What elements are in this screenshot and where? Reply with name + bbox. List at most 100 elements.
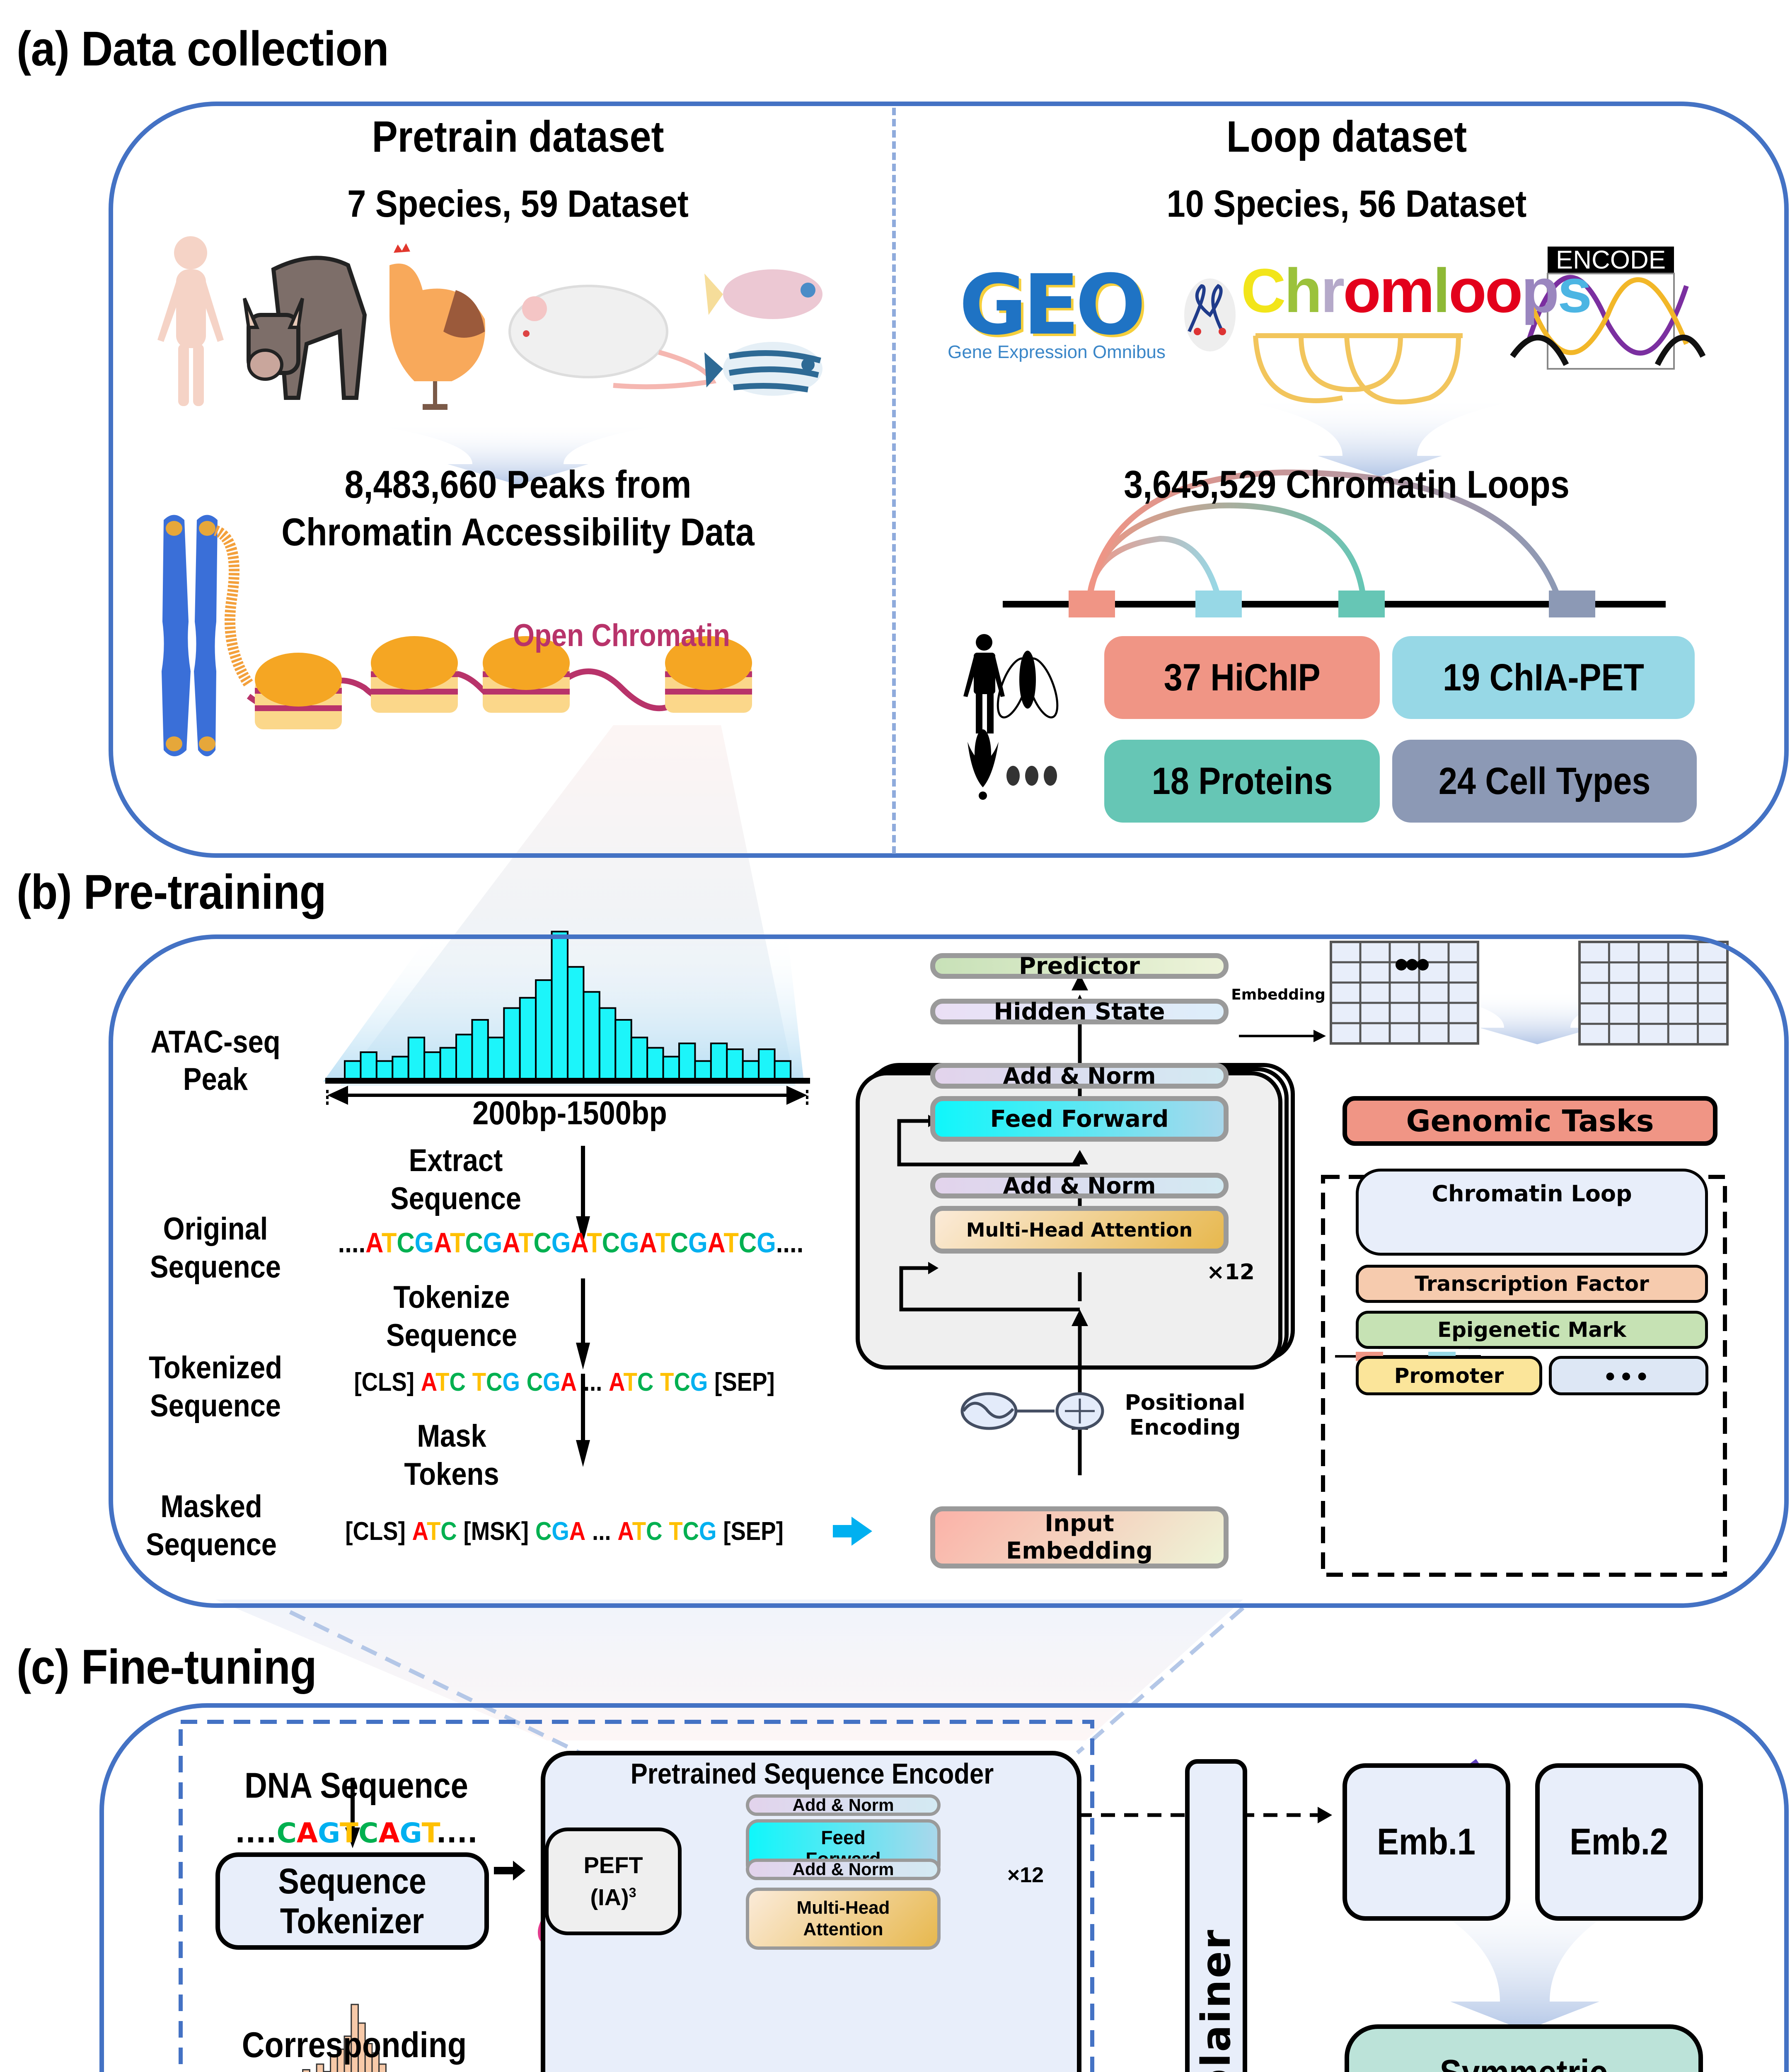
base-C: C [533,1227,552,1259]
beam-edge-left [289,1610,581,1755]
peaks-source: Chromatin Accessibility Data [281,510,755,554]
task-more[interactable]: ●●● [1549,1356,1708,1395]
base-C: C [646,1517,663,1546]
section-title-a: (a) Data collection [17,22,389,76]
beam-edge-right [1076,1606,1245,1755]
peft-box: PEFT(IA)3 [545,1828,682,1935]
token: [SEP] [723,1517,784,1546]
peft-line1: PEFT [583,1852,643,1878]
panel-divider [892,108,896,854]
geo-logo: GEO [959,257,1146,353]
tag-hichip-label: 37 HiChIP [1164,656,1321,699]
sine-wave-icon [960,1392,1055,1430]
chromosome-icon [162,515,253,756]
token: ATC [617,1517,662,1546]
peaks-count: 8,483,660 Peaks from [344,462,692,506]
ft-repeat-12: ×12 [1007,1863,1044,1887]
chromloops-arcs [1253,333,1463,404]
input-arrow [833,1517,872,1546]
chromloops-mascot-icon [1184,278,1236,351]
token: ... [583,1368,602,1397]
token: [CLS] [345,1517,406,1546]
section-title-c: (c) Fine-tuning [17,1640,317,1694]
person-silhouette-icon [963,634,1005,733]
base-T: T [632,1517,646,1546]
base-T: T [472,1368,486,1397]
sym-line1: Symmetric [1440,2050,1608,2072]
task-chromatin-loop: Chromatin Loop [1356,1169,1708,1256]
tag-cell-types: 24 Cell Types [1392,740,1697,823]
peft-ia: (IA) [590,1884,629,1910]
token: ... [592,1517,611,1546]
base-T: T [339,1817,359,1849]
step-extract-1: Extract [409,1143,503,1178]
row-tokenized-2: Sequence [150,1388,281,1423]
tokenizer-to-encoder-arrow [494,1861,525,1881]
base-C: C [682,1517,699,1546]
dashed-arrowheads [1318,1807,1332,1823]
input-embedding-1: Input [1045,1510,1114,1537]
ff-line1: Feed [821,1827,866,1848]
tokenizer-line1: Sequence [278,1861,426,1901]
grid-frame [1330,941,1479,1045]
panel-pre-training [109,934,1789,1608]
base-A: A [434,1227,450,1259]
tag-cell-types-label: 24 Cell Types [1438,760,1651,802]
base-T: T [450,1227,465,1259]
pretrain-subheading: 7 Species, 59 Dataset [347,183,689,225]
base-A: A [296,1817,318,1849]
emb2-box: Emb.2 [1535,1763,1703,1921]
base-A: A [569,1517,586,1546]
zebrafish-icon [704,342,822,396]
base-C: C [397,1227,415,1259]
base-A: A [502,1227,519,1259]
chromloops-letter: m [1379,256,1434,325]
emb1-box: Emb.1 [1342,1763,1510,1921]
seq-prefix: .... [235,1817,277,1849]
chromloops-letter: r [1320,256,1345,325]
base-G: G [757,1227,776,1259]
task-promoter: Promoter [1356,1356,1542,1395]
signal-histogram [302,2004,387,2072]
row-tokenized-1: Tokenized [148,1350,283,1385]
plus-circle-icon [1055,1392,1104,1430]
cove-explainer-bar[interactable]: CoVE Explainer [1185,1759,1247,2072]
signal-bar [302,2069,310,2072]
token: ATC [412,1517,457,1546]
base-G: G [551,1227,571,1259]
repeat-12-label: ×12 [1207,1260,1255,1285]
base-T: T [587,1227,602,1259]
fly-silhouette-icon [997,651,1059,719]
base-G: G [552,1517,569,1546]
input-embedding-2: Embedding [1006,1537,1153,1564]
row-original-1: Original [163,1211,268,1247]
step-tokenize-1: Tokenize [393,1280,510,1315]
base-C: C [358,1817,379,1849]
base-A: A [617,1517,632,1546]
nucleosome-icons [255,636,752,729]
step-extract-2: Sequence [390,1181,521,1216]
pretrained-encoder-title: Pretrained Sequence Encoder [630,1757,994,1790]
loop-anchor-1 [1069,591,1115,617]
base-G: G [699,1517,717,1546]
geo-caption: Gene Expression Omnibus [948,342,1166,362]
base-G: G [690,1368,708,1397]
tag-chiapet: 19 ChIA-PET [1392,636,1695,719]
section-title-b: (b) Pre-training [17,865,327,920]
base-C: C [465,1227,483,1259]
token: CGA [527,1368,577,1397]
base-G: G [414,1227,434,1259]
base-A: A [707,1227,724,1259]
ft-mha-line1: Multi-Head [796,1898,890,1918]
base-C: C [276,1817,297,1849]
chromloops-letter: o [1449,256,1487,325]
ft-mha-line2: Attention [803,1919,883,1939]
embedding-arrow-label: Embedding [1231,986,1326,1003]
token: [SEP] [714,1368,775,1397]
cove-explainer-label: CoVE Explainer [1193,1928,1239,2072]
embedding-arrow [1239,1030,1326,1042]
